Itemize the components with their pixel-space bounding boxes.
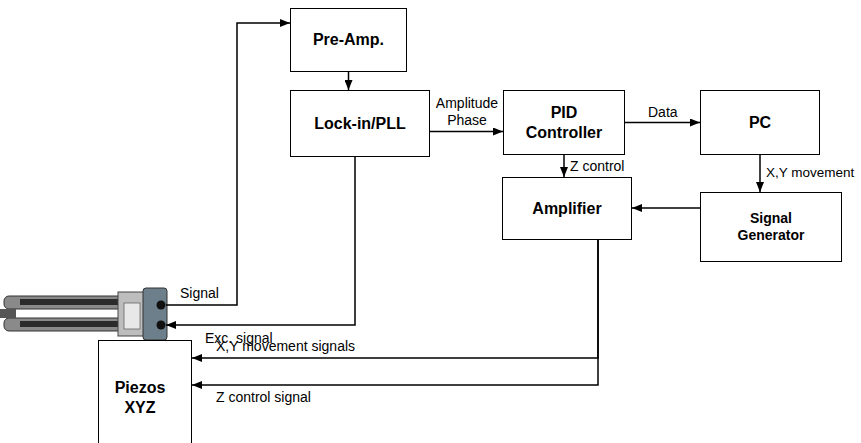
process-box: Pre-Amp.	[290, 8, 407, 72]
excitation-wire	[166, 157, 355, 325]
edge-label: X,Y movement	[766, 165, 854, 181]
box-label: Signal Generator	[721, 210, 821, 245]
box-label: Piezos XYZ	[105, 378, 175, 418]
edge-label: Data	[648, 104, 678, 121]
signal-arrow	[625, 122, 700, 124]
tuning-fork	[0, 292, 144, 336]
edge-label: Z control	[570, 158, 624, 175]
box-label: PID Controller	[514, 103, 614, 143]
signal-arrow	[563, 155, 565, 177]
edge-label: Z control signal	[216, 389, 311, 406]
process-box: Lock-in/PLL	[290, 90, 430, 157]
signal-arrow	[192, 240, 598, 358]
edge-label: X,Y movement signals	[216, 338, 355, 355]
signal-arrow	[632, 207, 700, 209]
signal-arrow	[192, 240, 598, 385]
computer-box: PC	[700, 90, 820, 155]
signal-arrow	[348, 72, 350, 90]
signal-wire	[166, 23, 290, 305]
generator-box: Signal Generator	[700, 192, 842, 262]
signal-arrow	[430, 131, 503, 133]
box-label: Amplifier	[532, 199, 601, 219]
box-label: Pre-Amp.	[313, 30, 384, 50]
piezo-box: Piezos XYZ	[98, 340, 192, 443]
box-label: Lock-in/PLL	[314, 114, 406, 134]
edge-label: Amplitude Phase	[432, 95, 502, 129]
probe-holder	[143, 288, 167, 340]
signal-arrow	[759, 155, 761, 192]
controller-box: PID Controller	[503, 90, 625, 155]
amplifier-box: Amplifier	[502, 177, 632, 240]
box-label: PC	[749, 113, 771, 133]
signal-name: Signal	[180, 285, 219, 302]
